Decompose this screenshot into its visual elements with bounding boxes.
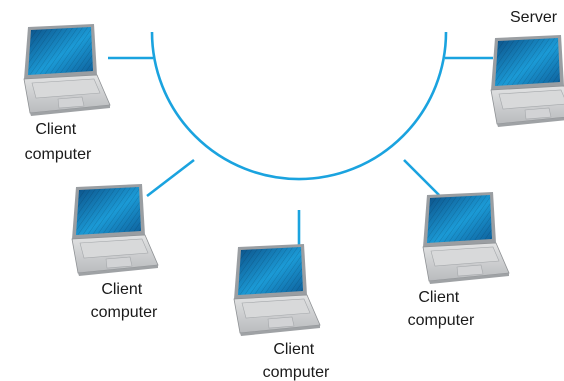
- client-1-label-line-1: Client: [35, 121, 76, 138]
- network-ring: [150, 31, 448, 181]
- client-1-label: Client computer: [25, 121, 92, 163]
- client-3-label: Client computer: [263, 341, 330, 381]
- client-2-label-line-1: Client: [101, 281, 142, 298]
- server-label: Server: [510, 9, 558, 26]
- client-3-label-line-2: computer: [263, 364, 330, 381]
- client-computer-4-laptop-icon: [422, 191, 510, 285]
- client-2-label-line-2: computer: [91, 304, 158, 321]
- client-4-label-line-2: computer: [408, 312, 475, 329]
- client-computer-3-laptop-icon: [233, 243, 321, 337]
- client-3-label-line-1: Client: [273, 341, 314, 358]
- client-2-label: Client computer: [91, 281, 158, 321]
- server-label-line-1: Server: [510, 9, 558, 26]
- server-laptop-icon: [490, 34, 564, 128]
- client-computer-2-laptop-icon: [71, 183, 159, 277]
- client-1-label-line-2: computer: [25, 146, 92, 163]
- link-client-4: [403, 159, 440, 196]
- client-4-label-line-1: Client: [418, 289, 459, 306]
- client-4-label: Client computer: [408, 289, 475, 329]
- client-computer-1-laptop-icon: [23, 23, 111, 117]
- link-client-2: [146, 158, 195, 198]
